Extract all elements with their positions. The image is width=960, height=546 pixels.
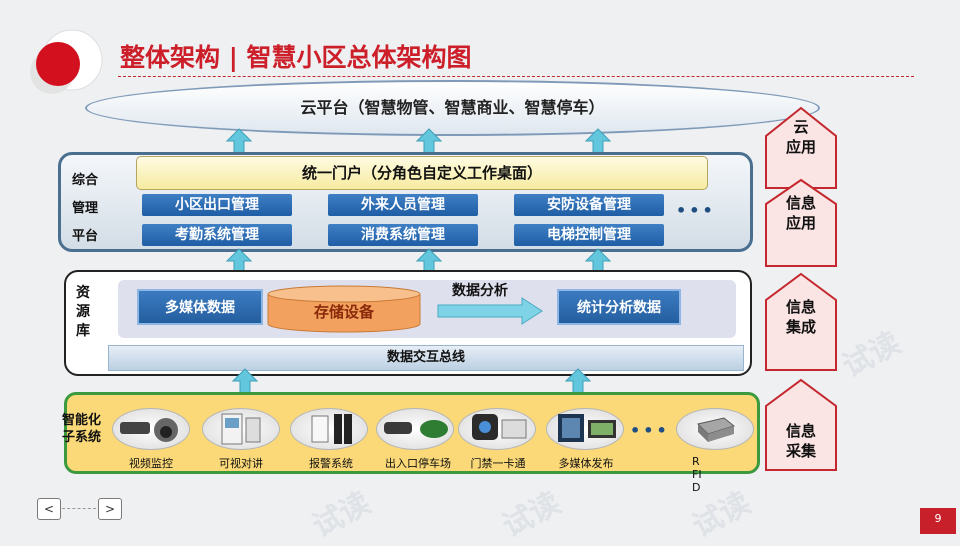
subsystem-side-label: 智能化 子系统 [62, 413, 102, 445]
device-label: 报警系统 [309, 457, 353, 470]
module-elevator: 电梯控制管理 [514, 224, 664, 246]
storage-device-label: 存储设备 [313, 303, 374, 321]
watermark: 试读 [496, 485, 567, 545]
page-title: 整体架构 | 智慧小区总体架构图 [120, 43, 472, 72]
device-label: 出入口停车场 [385, 457, 451, 470]
step-label-info-integration: 信息集成 [785, 298, 816, 336]
step-arrow-info-app [765, 178, 837, 267]
step-arrow-info-integration [765, 272, 837, 371]
prev-page-button[interactable]: < [37, 498, 61, 520]
parking-camera-icon [384, 420, 448, 438]
device-label: RFID [692, 455, 702, 494]
cloud-platform-label: 云平台（智慧物管、智慧商业、智慧停车） [300, 98, 605, 117]
cloud-platform-ellipse [85, 80, 820, 136]
step-arrow-info-collection [765, 378, 837, 471]
up-arrow-icon [226, 128, 252, 154]
multimedia-data-box: 多媒体数据 [137, 289, 263, 325]
next-page-button[interactable]: > [98, 498, 122, 520]
alarm-icon [311, 414, 352, 444]
data-exchange-bus: 数据交互总线 [108, 345, 744, 371]
watermark: 试读 [306, 485, 377, 545]
step-label-info-collection: 信息采集 [785, 422, 816, 460]
more-modules-dots: ••• [676, 201, 716, 220]
module-attendance: 考勤系统管理 [142, 224, 292, 246]
module-security-device: 安防设备管理 [514, 194, 664, 216]
display-screen-icon [558, 414, 616, 442]
device-label: 多媒体发布 [558, 457, 614, 470]
step-label-info-app: 信息应用 [785, 194, 816, 232]
page-number-badge: 9 [920, 508, 956, 534]
module-community-exit: 小区出口管理 [142, 194, 292, 216]
resource-side-label: 资 源 库 [76, 285, 90, 339]
unified-portal-bar: 统一门户（分角色自定义工作桌面） [136, 156, 708, 190]
step-label-cloud-app: 云应用 [785, 118, 816, 156]
storage-cylinder-icon [267, 285, 421, 333]
module-visitor: 外来人员管理 [328, 194, 478, 216]
device-label: 门禁一卡通 [470, 457, 526, 470]
access-control-icon [472, 414, 527, 440]
data-analysis-label: 数据分析 [452, 283, 508, 299]
module-consumption: 消费系统管理 [328, 224, 478, 246]
device-label: 可视对讲 [219, 457, 263, 470]
watermark: 试读 [836, 325, 907, 385]
statistical-data-box: 统计分析数据 [557, 289, 681, 325]
rfid-reader-icon [697, 417, 736, 442]
title-divider [118, 76, 914, 77]
more-devices-dots: ••• [630, 421, 670, 440]
logo-circles [30, 29, 103, 94]
up-arrow-icon [416, 128, 442, 154]
management-side-label: 综合 管理 平台 [72, 173, 99, 244]
nav-divider [62, 508, 96, 509]
up-arrow-icon [232, 368, 258, 394]
camera-icon [120, 418, 178, 442]
alarm-system-device [290, 408, 368, 450]
device-label: 视频监控 [129, 457, 173, 470]
up-arrow-icon [585, 128, 611, 154]
right-arrow-icon [437, 297, 543, 325]
up-arrow-icon [565, 368, 591, 394]
intercom-icon [221, 413, 261, 445]
